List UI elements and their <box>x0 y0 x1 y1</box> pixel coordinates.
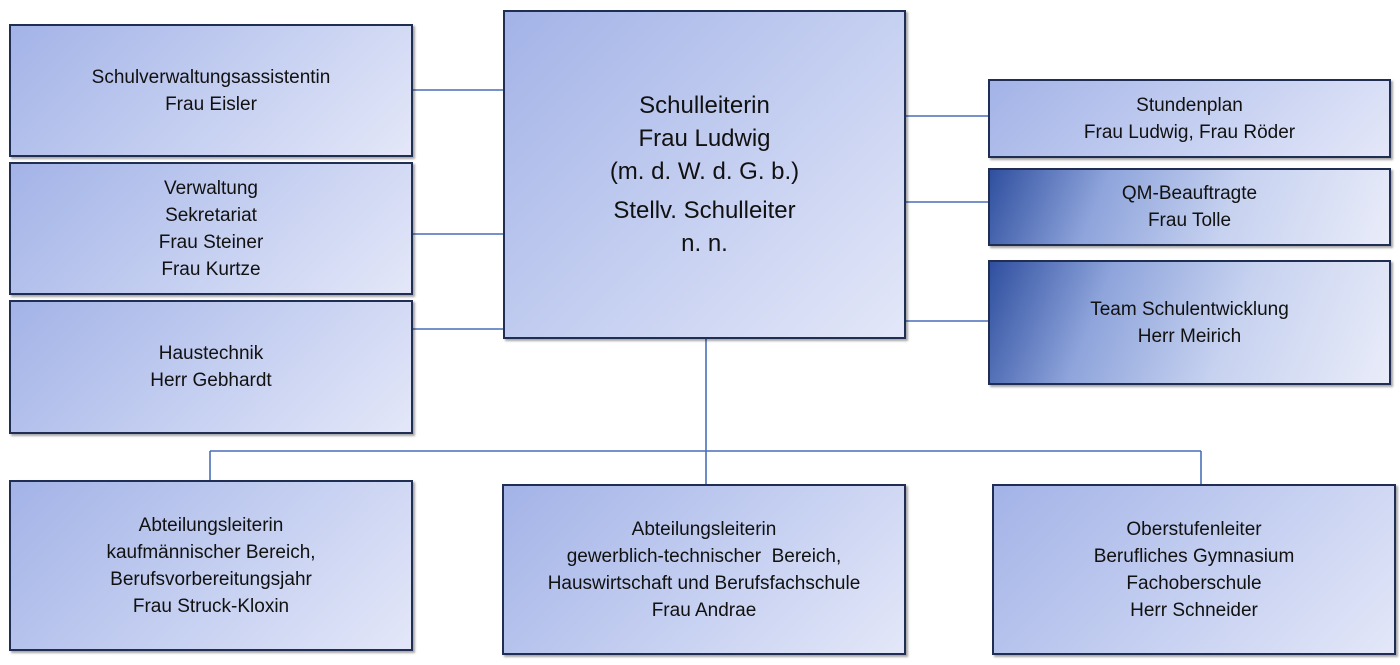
box-qm-beauftragte: QM-Beauftragte Frau Tolle <box>988 168 1391 246</box>
box-person: Frau Ludwig, Frau Röder <box>1083 121 1296 143</box>
box-title: Schulverwaltungsassistentin <box>91 66 331 88</box>
box-title: Abteilungsleiterin <box>631 518 777 540</box>
deputy-name: n. n. <box>681 230 728 257</box>
box-subtitle: Sekretariat <box>165 204 257 226</box>
box-title: Haustechnik <box>158 343 264 364</box>
box-title: Stundenplan <box>1136 94 1243 116</box>
box-subtitle: kaufmännischer Bereich, <box>106 541 316 563</box>
box-person: Frau Andrae <box>651 599 757 621</box>
box-person: Frau Kurtze <box>161 258 261 280</box>
head-note: (m. d. W. d. G. b.) <box>609 158 800 185</box>
box-title: QM-Beauftragte <box>1121 183 1258 204</box>
box-haustechnik: Haustechnik Herr Gebhardt <box>9 300 413 434</box>
box-schulverwaltungsassistentin: Schulverwaltungsassistentin Frau Eisler <box>9 24 413 157</box>
box-title: Verwaltung <box>163 177 258 199</box>
head-box-schulleitung: Schulleiterin Frau Ludwig (m. d. W. d. G… <box>503 10 906 339</box>
box-title: Oberstufenleiter <box>1126 518 1262 540</box>
box-person: Frau Steiner <box>158 231 264 253</box>
box-subtitle: Berufliches Gymnasium <box>1093 545 1295 567</box>
box-subtitle: gewerblich-technischer Bereich, <box>566 545 842 567</box>
box-subtitle: Berufsvorbereitungsjahr <box>110 568 312 590</box>
box-person: Herr Meirich <box>1137 325 1242 347</box>
head-title: Schulleiterin <box>639 92 770 119</box>
box-subtitle: Fachoberschule <box>1126 572 1262 594</box>
box-abteilung-kaufmaennisch: Abteilungsleiterin kaufmännischer Bereic… <box>9 480 413 651</box>
deputy-title: Stellv. Schulleiter <box>613 197 796 224</box>
box-subtitle: Hauswirtschaft und Berufsfachschule <box>547 572 861 594</box>
box-title: Team Schulentwicklung <box>1090 298 1289 320</box>
box-team-schulentwicklung: Team Schulentwicklung Herr Meirich <box>988 260 1391 385</box>
box-person: Frau Struck-Kloxin <box>132 595 290 617</box>
box-person: Frau Tolle <box>1147 210 1232 231</box>
box-abteilung-gewerblich: Abteilungsleiterin gewerblich-technische… <box>502 484 906 655</box>
box-person: Herr Gebhardt <box>150 370 272 391</box>
box-stundenplan: Stundenplan Frau Ludwig, Frau Röder <box>988 79 1391 158</box>
box-verwaltung: Verwaltung Sekretariat Frau Steiner Frau… <box>9 162 413 295</box>
head-name: Frau Ludwig <box>638 125 771 152</box>
box-person: Frau Eisler <box>165 93 257 115</box>
box-person: Herr Schneider <box>1130 599 1258 621</box>
box-title: Abteilungsleiterin <box>138 514 284 536</box>
box-oberstufenleiter: Oberstufenleiter Berufliches Gymnasium F… <box>992 484 1396 655</box>
